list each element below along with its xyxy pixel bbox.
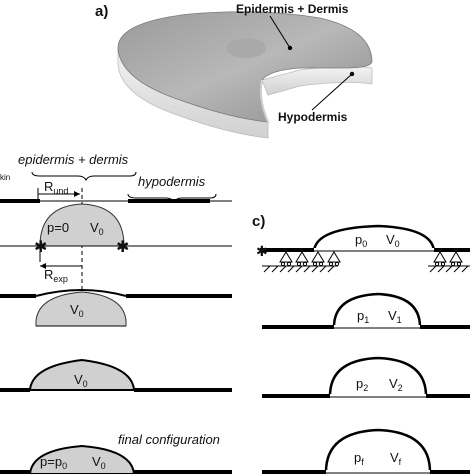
c-row1-pressure: p0 [355, 232, 367, 249]
disk-top-surface [117, 11, 373, 123]
row4-flap [28, 358, 136, 391]
c-row3-pressure: p2 [356, 376, 368, 393]
c-row1-dome [312, 224, 436, 252]
leader-dot-hypodermis [349, 71, 355, 77]
label-skin-fragment: kin [0, 173, 10, 182]
panel-a-label: a) [95, 3, 108, 20]
c-row3-volume: V2 [389, 376, 403, 393]
c-row4-pressure: pf [354, 450, 364, 467]
c-supports [279, 251, 463, 267]
panel-a: a) Epidermis + Dermis Hypodermis [95, 2, 373, 139]
r-exp-arrowhead [40, 263, 46, 269]
row3-skin-arch [35, 289, 127, 297]
c-ground-hatch-right [429, 265, 469, 273]
panel-c: c) ✱ p0 V0 p1 V1 [252, 213, 470, 474]
c-row2-dome [332, 292, 422, 328]
row3-volume: V0 [70, 302, 84, 319]
row3-flap [35, 291, 127, 327]
row5-pressure: p=p0 [40, 454, 67, 471]
label-epidermis-dermis: epidermis + dermis [18, 152, 129, 167]
c-row2-volume: V1 [388, 308, 402, 325]
row2-volume: V0 [90, 220, 104, 237]
row5-volume: V0 [92, 454, 106, 471]
row2-flap [39, 203, 125, 247]
c-row1-star: ✱ [256, 243, 268, 259]
final-configuration-caption: final configuration [118, 432, 220, 447]
leader-hypodermis [311, 73, 353, 111]
r-und-arrowhead [74, 191, 80, 197]
c-row4-dome [324, 428, 432, 473]
row2-star-left: ✱ [34, 239, 47, 256]
panel-c-label: c) [252, 213, 265, 230]
row2-pressure: p=0 [47, 220, 69, 235]
leader-dot-epidermis [287, 45, 293, 51]
row4-volume: V0 [74, 372, 88, 389]
r-exp-label: Rexp [44, 267, 68, 284]
c-row3-dome [328, 356, 428, 397]
r-und-label: Rund [44, 179, 68, 196]
leader-epidermis [269, 15, 291, 49]
disk-bump [226, 38, 266, 58]
brace-epidermis [31, 171, 137, 182]
panel-b: kin epidermis + dermis hypodermis Rund p… [0, 152, 232, 474]
c-row4-volume: Vf [390, 450, 402, 467]
label-hypodermis: hypodermis [138, 174, 206, 189]
row2-star-right: ✱ [116, 239, 129, 256]
c-row2-pressure: p1 [357, 308, 369, 325]
c-row1-volume: V0 [386, 232, 400, 249]
c-ground-hatch-left [263, 265, 335, 273]
row5-flap [28, 444, 136, 474]
cut-edge [259, 79, 269, 123]
label-hypodermis-3d: Hypodermis [278, 110, 348, 124]
label-epidermis-dermis-3d: Epidermis + Dermis [236, 2, 349, 16]
